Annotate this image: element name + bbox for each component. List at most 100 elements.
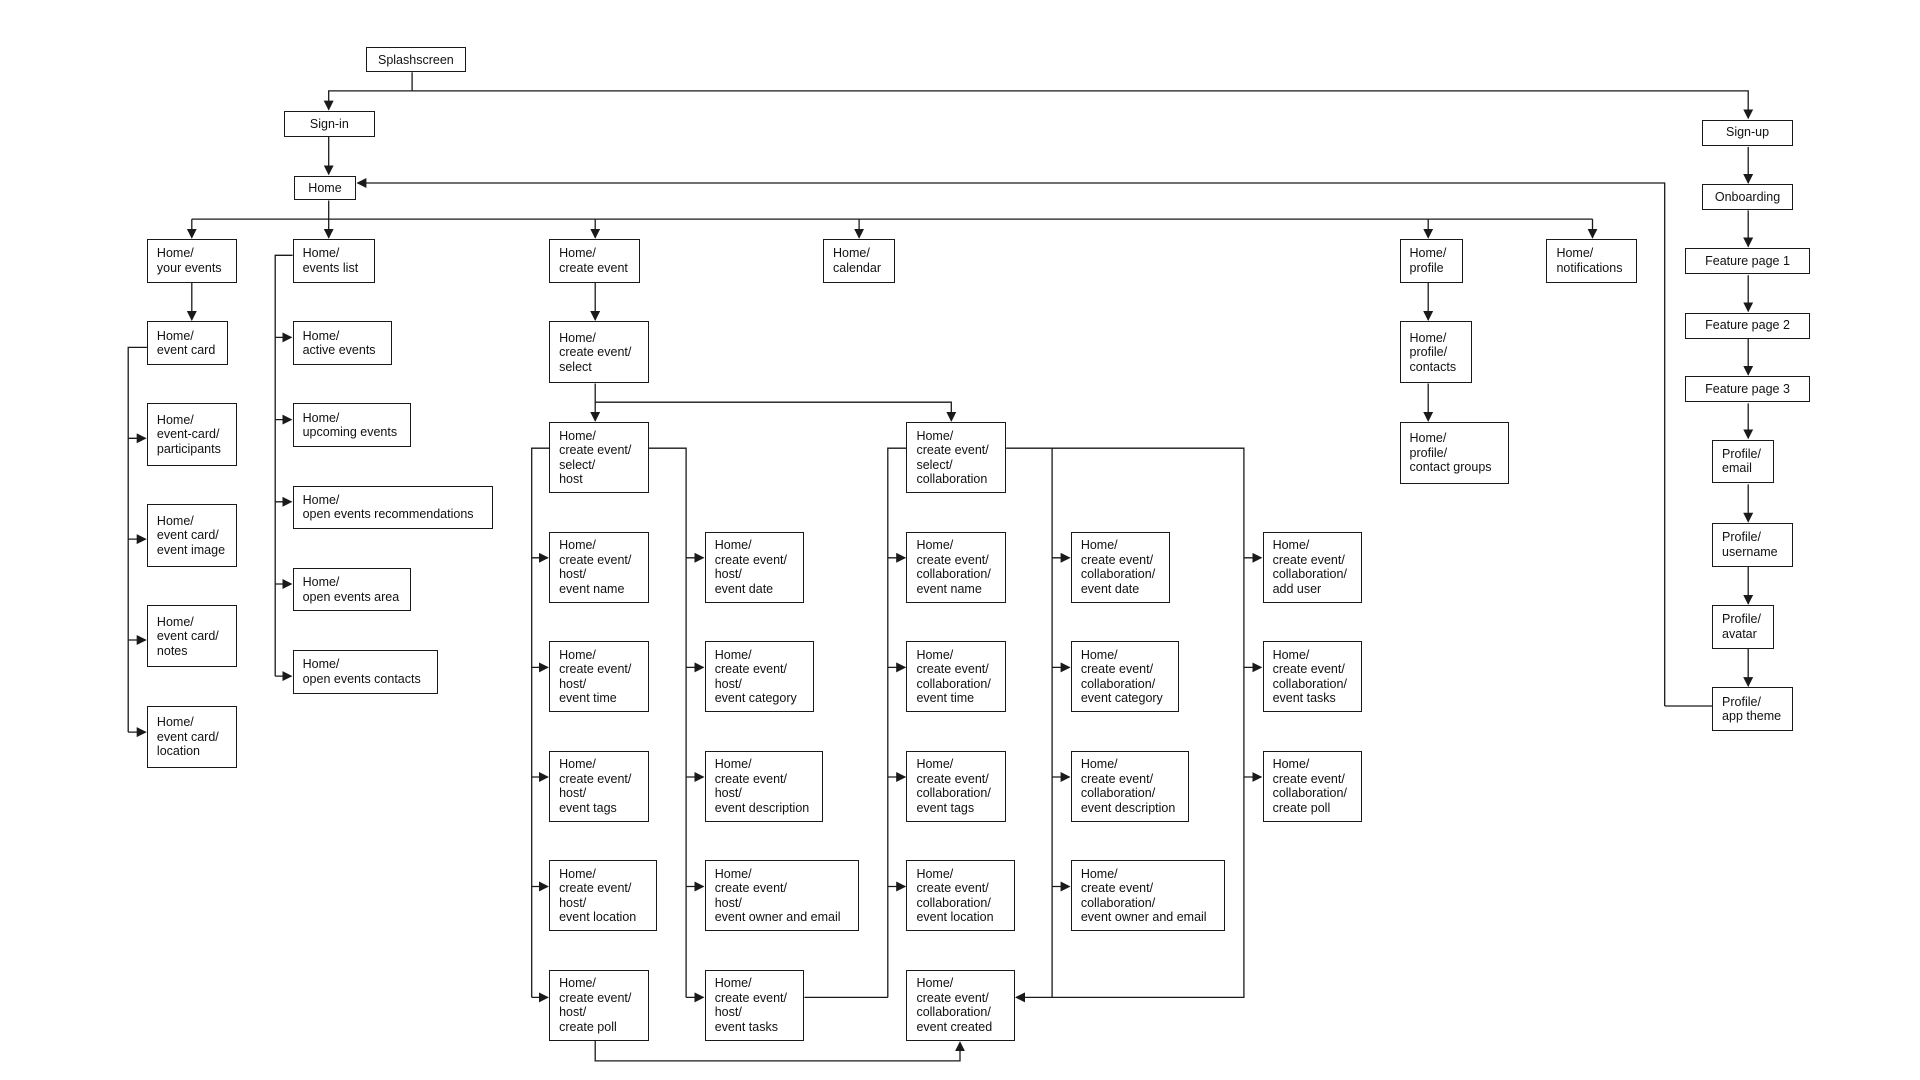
node-signup: Sign-up: [1702, 119, 1793, 146]
node-label-line: event time: [916, 691, 975, 706]
node-label-line: Home/: [559, 538, 596, 553]
node-label-line: Onboarding: [1714, 190, 1781, 205]
node-label-line: profile: [1409, 260, 1444, 275]
node-label-line: Home/: [916, 647, 954, 662]
node-label-line: event created: [916, 1019, 993, 1034]
node-c-time: Home/create event/collaboration/event ti…: [906, 641, 1007, 713]
node-open-area: Home/open events area: [292, 567, 411, 612]
node-label-line: Home/: [559, 866, 596, 881]
connector-host-left-spine: [531, 447, 550, 998]
node-label-line: select/: [559, 457, 596, 472]
node-label-line: create event/: [1272, 552, 1345, 567]
node-label-line: collaboration/: [1080, 786, 1156, 801]
node-label-line: Home/: [1409, 246, 1447, 261]
node-label-line: event description: [714, 800, 810, 815]
node-label-line: profile/: [1409, 345, 1448, 360]
node-label-line: avatar: [1722, 626, 1757, 641]
node-label-line: Home/: [714, 538, 752, 553]
node-label-line: create event/: [916, 552, 989, 567]
node-label-line: create event/: [916, 881, 989, 896]
node-label-line: Feature page 3: [1705, 381, 1790, 396]
node-label-line: Home/: [1556, 246, 1594, 261]
node-label-line: collaboration: [916, 472, 988, 487]
node-collab: Home/create event/select/collaboration: [906, 422, 1007, 494]
node-profile: Home/profile: [1399, 239, 1464, 283]
node-label-line: create poll: [559, 1019, 617, 1034]
node-label-line: event location: [559, 910, 637, 925]
node-p-email: Profile/email: [1712, 439, 1775, 484]
node-label-line: Home/: [302, 328, 340, 343]
node-label-line: create event/: [559, 443, 632, 458]
node-label-line: participants: [156, 441, 221, 456]
node-label-line: Home/: [559, 757, 596, 772]
node-label-line: Home/: [1080, 538, 1118, 553]
node-label-line: Home/: [302, 575, 340, 590]
node-label-line: create event/: [1080, 771, 1154, 786]
node-label-line: collaboration/: [1080, 676, 1156, 691]
node-label-line: Home/: [1272, 538, 1310, 553]
node-feature2: Feature page 2: [1684, 312, 1811, 339]
node-label-line: create event/: [559, 771, 632, 786]
node-label-line: profile/: [1409, 445, 1448, 460]
node-h-tags: Home/create event/host/event tags: [549, 750, 649, 822]
node-label-line: Splashscreen: [377, 52, 454, 67]
node-label-line: create event/: [559, 662, 632, 677]
node-h-location: Home/create event/host/event location: [549, 860, 658, 932]
node-label-line: host/: [559, 567, 587, 582]
node-label-line: event name: [916, 581, 982, 596]
node-label-line: contact groups: [1409, 460, 1492, 475]
node-label-line: create event/: [714, 771, 787, 786]
node-label-line: Home/: [916, 976, 954, 991]
node-feature3: Feature page 3: [1684, 376, 1811, 403]
node-label-line: collaboration/: [916, 676, 991, 691]
node-label-line: collaboration/: [1272, 676, 1347, 691]
node-label-line: create event/: [714, 552, 787, 567]
node-label-line: Home/: [714, 866, 752, 881]
node-label-line: Home/: [916, 757, 954, 772]
node-label-line: event date: [714, 581, 774, 596]
node-c-name: Home/create event/collaboration/event na…: [906, 531, 1007, 603]
node-c-location: Home/create event/collaboration/event lo…: [906, 860, 1015, 932]
node-label-line: create event/: [714, 662, 787, 677]
node-label-line: Profile/: [1722, 446, 1761, 461]
node-onboarding: Onboarding: [1702, 184, 1793, 211]
node-label-line: collaboration/: [916, 1005, 991, 1020]
node-label-line: create event/: [559, 990, 632, 1005]
node-h-owner: Home/create event/host/event owner and e…: [704, 860, 860, 932]
node-label-line: contacts: [1409, 359, 1457, 374]
node-upcoming-events: Home/upcoming events: [292, 403, 411, 447]
node-label-line: location: [156, 744, 201, 759]
node-notifications: Home/notifications: [1546, 239, 1638, 283]
node-label-line: Home/: [156, 715, 194, 730]
connector-events-list-spine: [274, 254, 293, 677]
node-c-tags: Home/create event/collaboration/event ta…: [906, 750, 1007, 822]
node-label-line: Feature page 1: [1705, 253, 1790, 268]
node-label-line: email: [1722, 461, 1752, 476]
node-h-poll: Home/create event/host/create poll: [549, 969, 649, 1041]
node-label-line: create event/: [1080, 881, 1154, 896]
node-label-line: event description: [1080, 800, 1176, 815]
node-contact-groups: Home/profile/contact groups: [1399, 422, 1510, 485]
node-host: Home/create event/select/host: [549, 422, 649, 494]
connector-splash-to-signin: [323, 72, 413, 111]
node-label-line: Home/: [714, 757, 752, 772]
node-label-line: select/: [916, 457, 953, 472]
node-label-line: collaboration/: [1272, 786, 1347, 801]
connector-collab-right-to-created: [1006, 447, 1245, 1003]
node-label-line: host/: [559, 1005, 587, 1020]
node-h-description: Home/create event/host/event description: [704, 750, 824, 822]
node-ec-image: Home/event card/event image: [146, 504, 237, 567]
node-label-line: Home/: [1409, 330, 1447, 345]
node-feature1: Feature page 1: [1684, 247, 1811, 274]
node-label-line: notes: [156, 643, 188, 658]
node-label-line: create event/: [559, 881, 632, 896]
node-label-line: Home/: [559, 428, 596, 443]
node-label-line: Home/: [1409, 431, 1447, 446]
node-label-line: add user: [1272, 581, 1322, 596]
node-ec-notes: Home/event card/notes: [146, 605, 237, 668]
node-c-adduser: Home/create event/collaboration/add user: [1262, 531, 1363, 603]
node-label-line: Home/: [1272, 757, 1310, 772]
node-label-line: host/: [714, 786, 742, 801]
node-event-card: Home/event card: [146, 321, 228, 365]
node-label-line: Home: [308, 180, 342, 195]
